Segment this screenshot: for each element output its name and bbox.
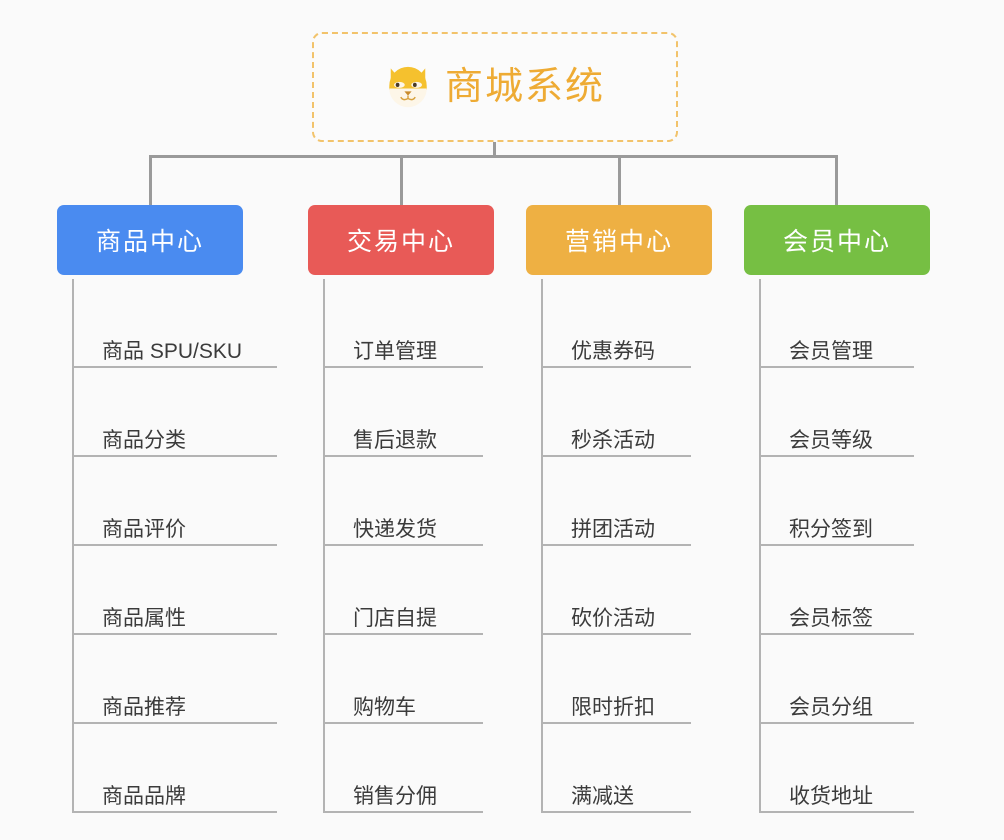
branch-item-label: 会员标签 [789,606,873,630]
branch-item[interactable]: 积分签到 [759,457,914,546]
root-node-shopping-mall-system[interactable]: 商城系统 [312,32,678,142]
branch-item[interactable]: 拼团活动 [541,457,691,546]
branch-item[interactable]: 限时折扣 [541,635,691,724]
branch-items-column-3: 优惠券码秒杀活动拼团活动砍价活动限时折扣满减送 [541,279,691,813]
branch-item-label: 拼团活动 [571,517,655,541]
branch-item[interactable]: 商品品牌 [72,724,277,813]
branch-header-3[interactable]: 营销中心 [526,205,712,275]
branch-item[interactable]: 商品评价 [72,457,277,546]
branch-items-column-1: 商品 SPU/SKU 商品分类商品评价商品属性商品推荐商品品牌 [72,279,277,813]
branch-item-label: 满减送 [571,784,634,808]
connector-drop-branch-2 [400,155,403,205]
branch-item[interactable]: 会员等级 [759,368,914,457]
branch-item[interactable]: 商品属性 [72,546,277,635]
branch-spine-2 [323,279,325,813]
branch-item[interactable]: 砍价活动 [541,546,691,635]
branch-header-1[interactable]: 商品中心 [57,205,243,275]
branch-header-4[interactable]: 会员中心 [744,205,930,275]
branch-item[interactable]: 收货地址 [759,724,914,813]
branch-item-label: 销售分佣 [353,784,437,808]
dog-face-icon [389,66,427,108]
branch-item-label: 商品品牌 [102,784,186,808]
branch-item-label: 快递发货 [353,517,437,541]
connector-drop-branch-3 [618,155,621,205]
branch-item[interactable]: 优惠券码 [541,279,691,368]
branch-spine-4 [759,279,761,813]
branch-item-label: 门店自提 [353,606,437,630]
branch-header-label-2: 交易中心 [346,228,455,256]
branch-item-label: 会员管理 [789,339,873,363]
branch-item[interactable]: 会员分组 [759,635,914,724]
branch-item-label: 秒杀活动 [571,428,655,452]
branch-item-label: 会员分组 [789,695,873,719]
branch-item[interactable]: 门店自提 [323,546,483,635]
branch-item-label: 售后退款 [353,428,437,452]
branch-item[interactable]: 订单管理 [323,279,483,368]
branch-item[interactable]: 商品分类 [72,368,277,457]
branch-item-label: 砍价活动 [571,606,655,630]
branch-item[interactable]: 销售分佣 [323,724,483,813]
branch-item[interactable]: 购物车 [323,635,483,724]
branch-items-column-4: 会员管理会员等级积分签到会员标签会员分组收货地址 [759,279,914,813]
connector-horizontal-bus [150,155,836,158]
connector-drop-branch-1 [149,155,152,205]
branch-item-label: 商品 SPU/SKU [102,339,243,363]
branch-item[interactable]: 商品推荐 [72,635,277,724]
branch-header-label-1: 商品中心 [95,228,204,256]
branch-item-label: 购物车 [353,695,416,719]
branch-item-label: 订单管理 [353,339,437,363]
branch-item-label: 会员等级 [789,428,873,452]
branch-item[interactable]: 商品 SPU/SKU [72,279,277,368]
branch-item[interactable]: 快递发货 [323,457,483,546]
branch-item-label: 积分签到 [789,517,873,541]
branch-item-label: 商品属性 [102,606,186,630]
branch-item-label: 商品分类 [102,428,186,452]
connector-root-stem [493,142,496,156]
branch-item-label: 收货地址 [789,784,873,808]
branch-item-label: 商品评价 [102,517,186,541]
root-title: 商城系统 [444,66,605,108]
branch-items-column-2: 订单管理售后退款快递发货门店自提购物车销售分佣 [323,279,483,813]
branch-spine-3 [541,279,543,813]
connector-drop-branch-4 [835,155,838,205]
branch-header-label-4: 会员中心 [782,228,891,256]
branch-header-2[interactable]: 交易中心 [308,205,494,275]
branch-item[interactable]: 会员标签 [759,546,914,635]
branch-item[interactable]: 会员管理 [759,279,914,368]
branch-item-label: 优惠券码 [571,339,655,363]
branch-item[interactable]: 秒杀活动 [541,368,691,457]
branch-header-label-3: 营销中心 [564,228,673,256]
branch-item[interactable]: 满减送 [541,724,691,813]
branch-spine-1 [72,279,74,813]
branch-item-label: 商品推荐 [102,695,186,719]
branch-item-label: 限时折扣 [571,695,655,719]
branch-item[interactable]: 售后退款 [323,368,483,457]
